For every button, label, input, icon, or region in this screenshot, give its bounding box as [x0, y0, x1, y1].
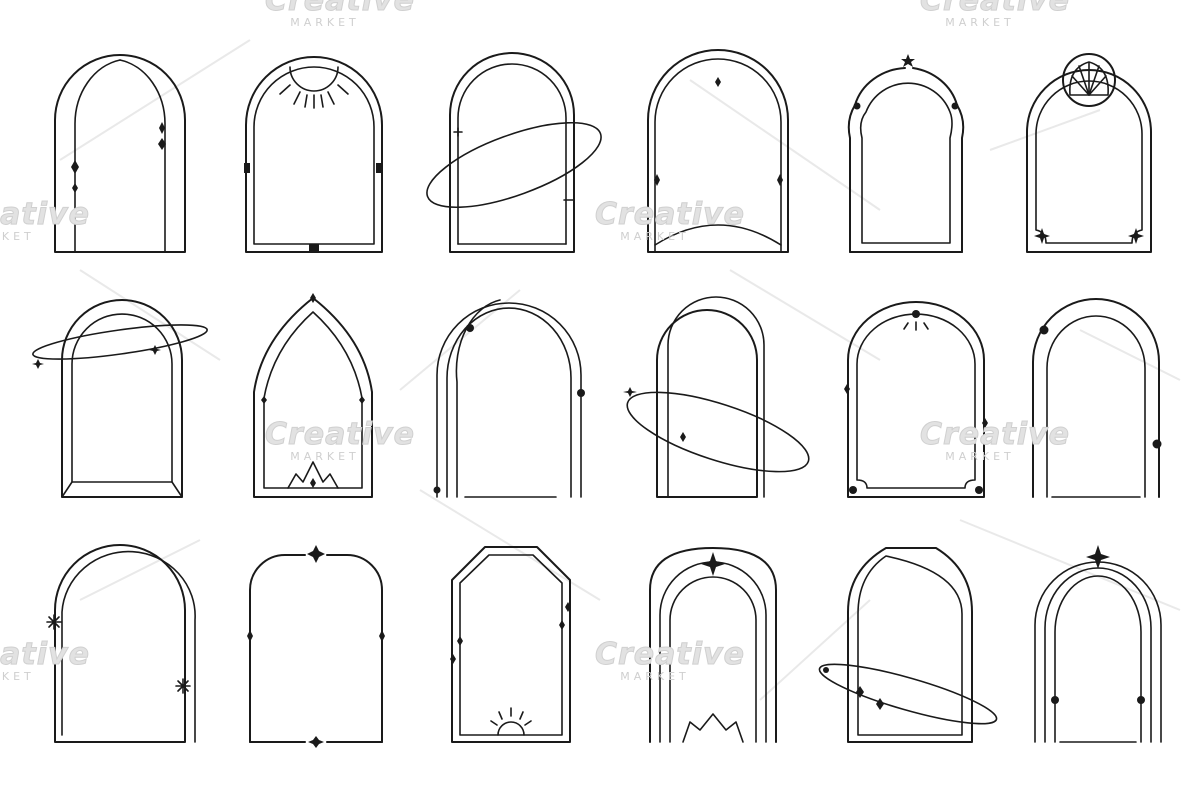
frame-keyhole-arch — [847, 54, 965, 253]
sparkle-icon — [261, 396, 267, 404]
dot-icon — [912, 310, 920, 318]
frame-notched-corner-arch — [247, 545, 385, 748]
star-icon — [901, 54, 915, 67]
frame-orbit-tall-arch — [623, 296, 810, 498]
watermark-lines — [59, 39, 1181, 701]
dot-icon — [1152, 439, 1162, 449]
sparkle-icon — [308, 736, 324, 748]
dot-icon — [849, 486, 857, 494]
frame-star-crest-arch — [649, 547, 777, 743]
frame-ringed-arch — [426, 52, 602, 253]
sparkle-icon — [1034, 228, 1050, 244]
frame-sun-notched-arch — [844, 301, 988, 498]
star-icon — [32, 359, 44, 369]
sparkle-icon — [559, 620, 565, 630]
sparkle-icon — [777, 174, 783, 186]
frame-dotted-double-arch — [1032, 298, 1162, 498]
orbit-ring-icon — [626, 391, 810, 473]
sun-icon — [490, 707, 532, 736]
dot-icon — [975, 486, 983, 494]
moon-icon — [709, 65, 727, 74]
frame-pointed-orbit-arch — [818, 547, 998, 743]
sparkle-icon — [654, 174, 660, 186]
orbit-ring-icon — [426, 121, 602, 209]
frame-crescent-arch — [46, 544, 196, 743]
orbit-ring-icon — [32, 324, 208, 360]
sparkle-icon — [1128, 228, 1144, 244]
sparkle-icon — [680, 432, 686, 442]
sparkle-icon — [844, 384, 850, 394]
star-icon — [701, 552, 725, 576]
frame-star-pillar-arch — [1034, 545, 1162, 743]
frame-shell-crest-arch — [1026, 53, 1152, 253]
sparkle-icon — [565, 602, 571, 612]
dot-icon — [577, 389, 585, 397]
lotus-icon — [287, 461, 339, 489]
dot-icon — [1051, 696, 1059, 704]
dot-icon — [823, 667, 829, 673]
sparkle-icon — [159, 122, 165, 134]
dot-icon — [1039, 325, 1049, 335]
dot-icon — [433, 486, 441, 494]
frame-sun-top-arch — [244, 56, 383, 253]
sparkle-icon — [715, 77, 721, 87]
dot-icon — [466, 324, 474, 332]
sparkle-icon — [450, 654, 456, 664]
frame-moon-crest-arch — [647, 49, 789, 253]
sparkle-icon — [457, 636, 463, 646]
sun-icon — [279, 66, 349, 109]
sparkle-icon — [307, 545, 325, 563]
sparkle-icon — [982, 418, 988, 428]
dot-icon — [853, 102, 861, 110]
sparkle-icon — [72, 183, 78, 193]
sparkle-icon — [379, 630, 385, 642]
sparkle-icon — [876, 698, 884, 710]
star-icon — [1086, 545, 1110, 569]
sun-icon — [903, 321, 929, 331]
frame-gothic-arch — [253, 293, 373, 498]
dot-icon — [1137, 696, 1145, 704]
sparkle-icon — [856, 686, 864, 698]
star-icon — [175, 678, 191, 694]
orbit-ring-icon — [818, 663, 998, 725]
sparkle-icon — [71, 160, 79, 174]
sparkle-icon — [359, 396, 365, 404]
frame-double-arch-sparkles — [54, 54, 186, 253]
star-icon — [46, 614, 62, 630]
star-icon — [149, 345, 161, 355]
star-icon — [623, 387, 637, 397]
frame-octagon-arch — [450, 546, 571, 743]
sparkle-icon — [158, 138, 166, 150]
frame-orbit-beveled-arch — [32, 299, 208, 498]
sparkle-icon — [310, 293, 316, 303]
sparkle-icon — [247, 630, 253, 642]
frame-triple-line-arch — [433, 299, 585, 498]
shell-icon — [1069, 61, 1109, 96]
dot-icon — [951, 102, 959, 110]
